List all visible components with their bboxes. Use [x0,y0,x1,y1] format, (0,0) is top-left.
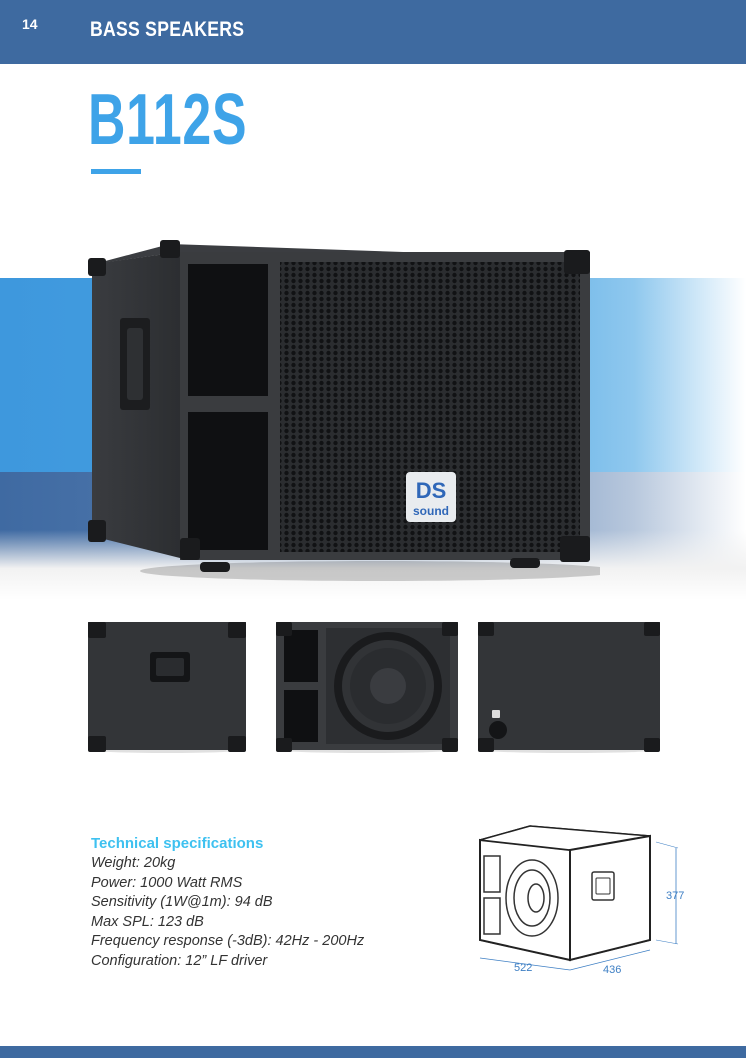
spec-max-spl: Max SPL: 123 dB [91,914,204,930]
specs-title: Technical specifications [91,835,264,852]
model-title: B112S [88,80,248,160]
thumbnail-rear-view [478,622,660,753]
thumbnail-front-driver-view [276,622,458,753]
dimension-drawing [479,825,679,971]
spec-configuration: Configuration: 12” LF driver [91,953,268,969]
hero-logo-sound: sound [413,504,449,518]
spec-power: Power: 1000 Watt RMS [91,875,243,891]
hero-speaker-image: DS sound [88,240,600,581]
dimension-width-label: 522 [514,962,533,974]
spec-weight: Weight: 20kg [91,855,176,871]
dimension-depth-label: 436 [603,964,622,976]
hero-logo-ds: DS [416,478,447,503]
page-number: 14 [22,16,38,32]
title-underline [91,169,141,174]
spec-sensitivity: Sensitivity (1W@1m): 94 dB [91,894,273,910]
page-header: 14 BASS SPEAKERS [0,0,746,64]
dimension-height-label: 377 [666,890,685,902]
thumbnail-side-view [88,622,246,753]
spec-frequency-response: Frequency response (-3dB): 42Hz - 200Hz [91,933,365,949]
page-footer-bar [0,1046,746,1058]
section-title: BASS SPEAKERS [90,18,245,41]
